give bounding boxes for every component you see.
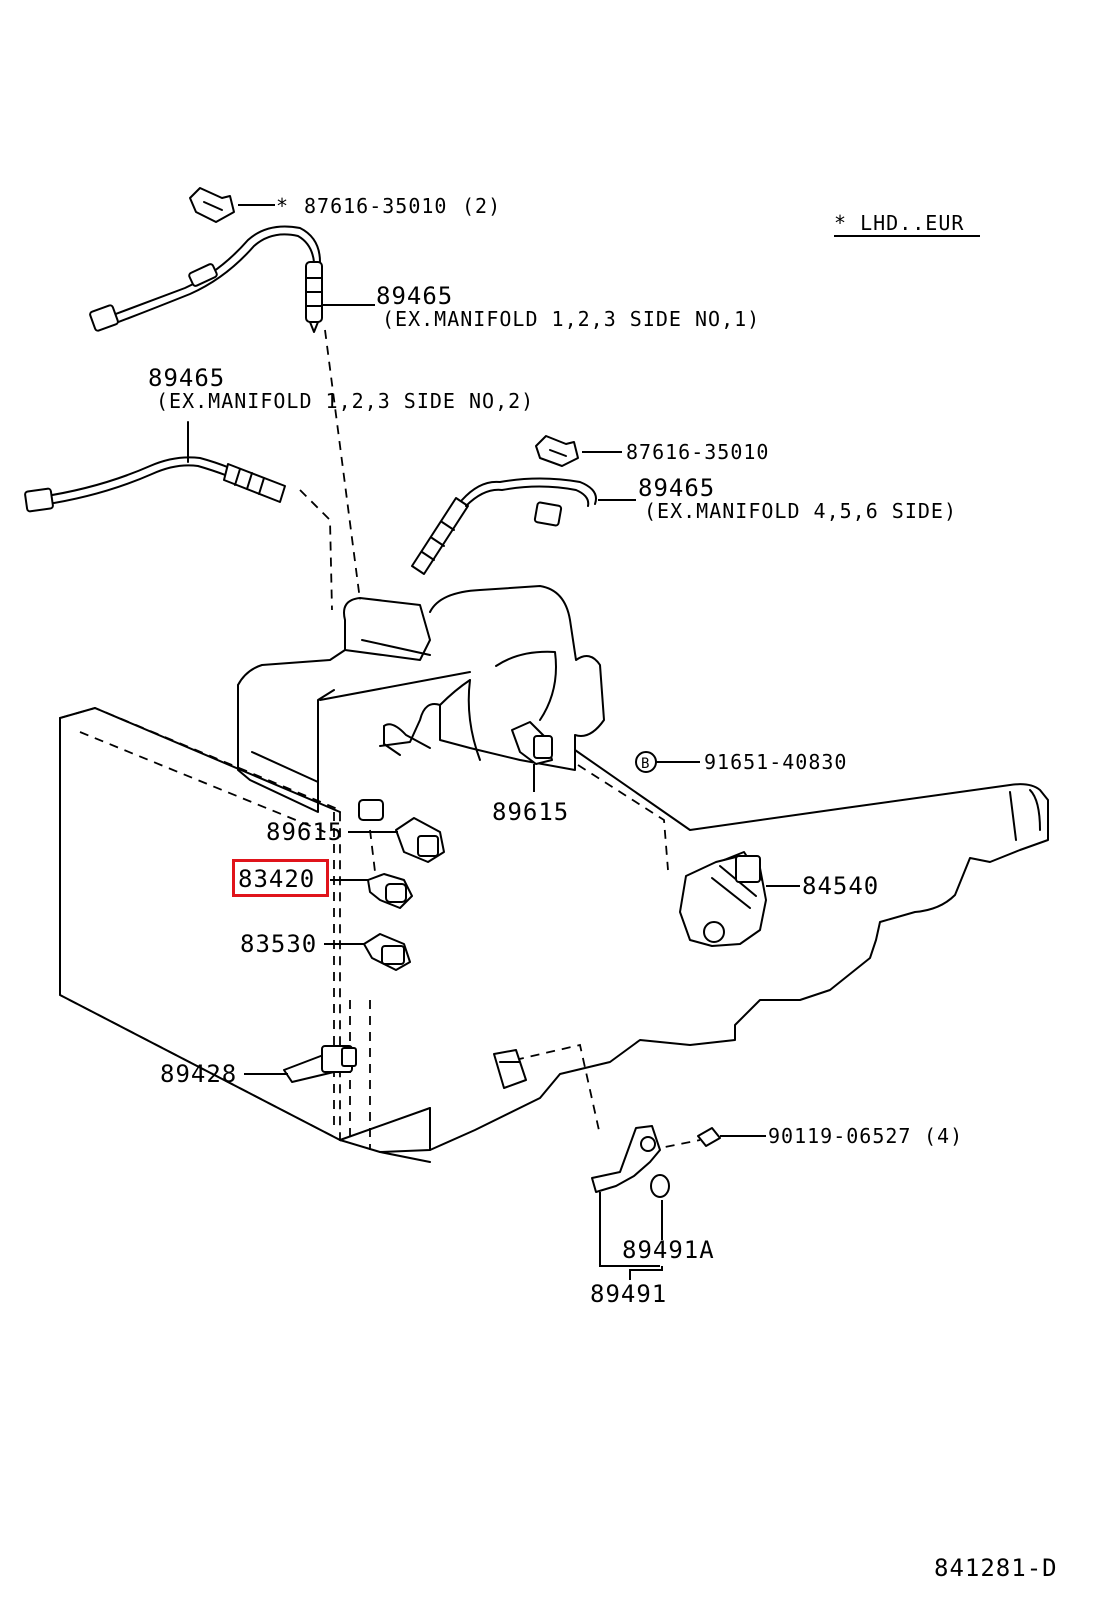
diagram-code: 841281-D: [934, 1554, 1058, 1582]
part-number-label[interactable]: 90119-06527: [768, 1124, 912, 1148]
part-number-label[interactable]: 89615: [266, 818, 344, 846]
part-qty: (4): [924, 1124, 964, 1148]
throttle-position-sensor-icon: [679, 851, 767, 947]
temperature-sensor-icon: [363, 933, 411, 971]
bolt-icon: [697, 1127, 721, 1147]
part-description: (EX.MANIFOLD 1,2,3 SIDE NO,2): [156, 389, 535, 413]
svg-text:B: B: [641, 756, 649, 772]
knock-sensor-icon: [511, 721, 553, 765]
part-number-label[interactable]: 89491A: [622, 1236, 715, 1264]
oil-pressure-switch-icon: [367, 873, 413, 909]
leader-bracket-line: [599, 1192, 663, 1280]
region-note: * LHD..EUR: [834, 211, 965, 235]
bolt-marker-icon: B: [635, 751, 657, 773]
temperature-gauge-sender-icon: [283, 1045, 357, 1083]
part-number-label[interactable]: 87616-35010: [304, 194, 448, 218]
part-number-label[interactable]: 89465: [148, 364, 226, 392]
highlight-box: [232, 859, 329, 897]
o2-sensor-icon: [411, 477, 597, 575]
o2-sensor-icon: [89, 225, 323, 333]
part-number-label[interactable]: 89465: [376, 282, 454, 310]
part-description: (EX.MANIFOLD 1,2,3 SIDE NO,1): [382, 307, 761, 331]
plate-icon: [493, 1049, 527, 1089]
part-number-label[interactable]: 89491: [590, 1280, 668, 1308]
part-qty: (2): [462, 194, 502, 218]
part-number-label-highlighted[interactable]: 83420: [238, 865, 316, 893]
clip-icon: [189, 187, 235, 223]
engine-block-drawing: [59, 329, 1049, 1163]
knock-sensor-icon: [395, 817, 445, 863]
o2-sensor-icon: [24, 421, 286, 513]
part-number-label[interactable]: 91651-40830: [704, 750, 848, 774]
clip-icon: [535, 435, 579, 467]
part-number-label[interactable]: 89428: [160, 1060, 238, 1088]
part-number-label[interactable]: 87616-35010: [626, 440, 770, 464]
part-description: (EX.MANIFOLD 4,5,6 SIDE): [644, 499, 957, 523]
sensor-bracket-icon: [591, 1125, 670, 1198]
part-number-label[interactable]: 84540: [802, 872, 880, 900]
part-number-label[interactable]: 89465: [638, 474, 716, 502]
part-number-label[interactable]: 83530: [240, 930, 318, 958]
part-prefix: *: [276, 194, 290, 218]
part-number-label[interactable]: 89615: [492, 798, 570, 826]
